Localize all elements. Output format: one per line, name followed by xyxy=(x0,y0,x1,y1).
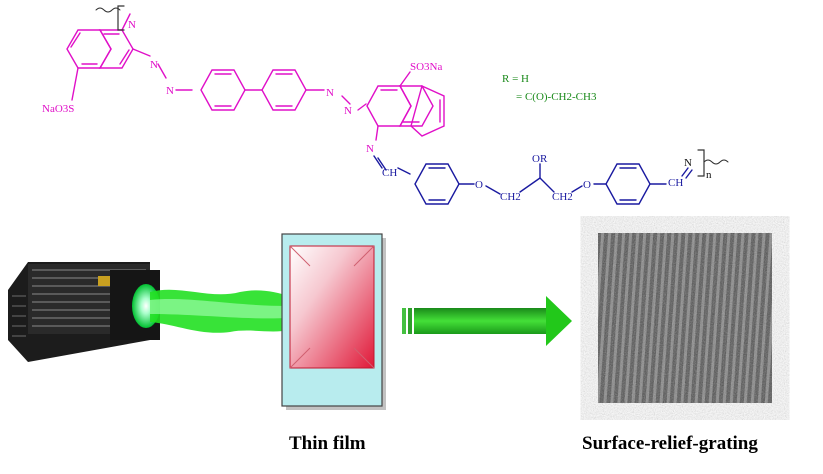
n-right-label: N xyxy=(684,157,692,169)
top-n-label: N xyxy=(128,19,136,31)
srg-micrograph xyxy=(598,233,772,403)
biphenyl xyxy=(200,69,325,111)
thin-film-caption: Thin film xyxy=(289,433,366,454)
o-left-label: O xyxy=(475,179,483,191)
imine-n-label: N xyxy=(366,143,374,155)
or-group-label: OR xyxy=(532,153,548,165)
so3na-label: SO3Na xyxy=(410,61,443,73)
imine-ch-left: CH xyxy=(382,167,397,179)
ch2-right-label: CH2 xyxy=(552,191,573,203)
naphthalene-left xyxy=(66,13,151,101)
polymer-bracket-left xyxy=(117,5,125,31)
wavy-bond-left xyxy=(95,7,121,13)
azo-left-n1: N xyxy=(150,59,158,71)
r-definition-1: R = H xyxy=(502,73,529,85)
chemical-structure: N NaO3S N N N N xyxy=(42,5,729,205)
wavy-bond-right xyxy=(703,159,729,165)
r-definition-2: = C(O)-CH2-CH3 xyxy=(516,91,597,103)
thin-film-sample xyxy=(281,233,386,410)
laser-device-icon xyxy=(8,262,160,362)
repeat-n-label: n xyxy=(706,169,712,181)
azo-left-n2: N xyxy=(166,85,174,97)
naso3s-label: NaO3S xyxy=(42,103,74,115)
process-arrow xyxy=(402,296,572,346)
azo-right-n2: N xyxy=(344,105,352,117)
srg-caption: Surface-relief-grating xyxy=(582,433,758,454)
linker-chain xyxy=(414,163,693,205)
ch-right-label: CH xyxy=(668,177,683,189)
o-right-label: O xyxy=(583,179,591,191)
ch2-left-label: CH2 xyxy=(500,191,521,203)
azo-right-n1: N xyxy=(326,87,334,99)
naphthalene-right xyxy=(366,71,434,127)
polymer-bracket-right xyxy=(697,149,705,177)
